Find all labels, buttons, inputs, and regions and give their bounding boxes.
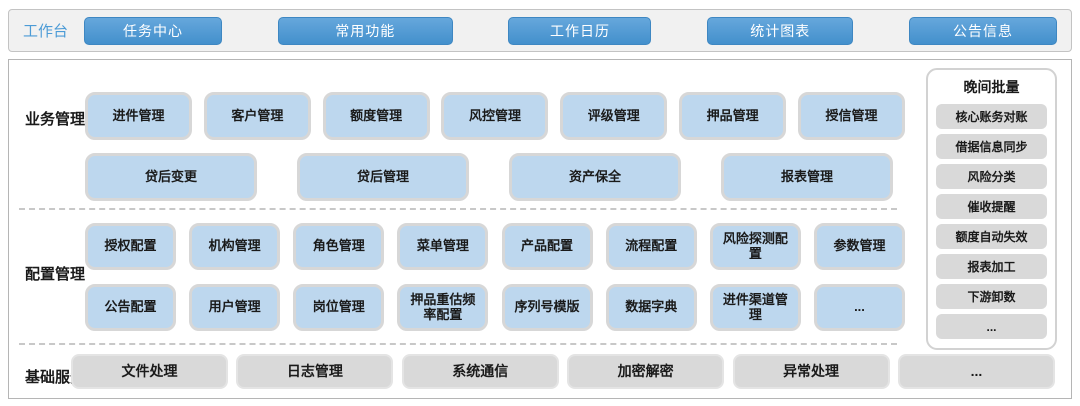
config-modules-row-2: 公告配置用户管理岗位管理押品重估频率配置序列号模版数据字典进件渠道管理... [85,284,905,331]
workbench-tab-button[interactable]: 工作日历 [508,16,652,45]
business-module-tile[interactable]: 贷后变更 [85,153,257,201]
basic-service-tile[interactable]: 文件处理 [71,354,228,389]
night-batch-job-tile[interactable]: 下游卸数 [936,284,1047,309]
config-module-tile[interactable]: 进件渠道管理 [709,284,801,331]
section-label-config: 配置管理 [25,266,86,283]
business-module-tile[interactable]: 客户管理 [203,92,311,140]
config-module-tile[interactable]: ... [813,284,905,331]
workbench-tab-button[interactable]: 统计图表 [707,16,854,45]
business-module-tile[interactable]: 评级管理 [560,92,668,140]
modules-panel: 业务管理 配置管理 基础服务 进件管理客户管理额度管理风控管理评级管理押品管理授… [8,59,1072,399]
config-module-tile[interactable]: 押品重估频率配置 [397,284,489,331]
basic-service-tile[interactable]: 日志管理 [236,354,394,389]
section-divider [19,343,897,345]
section-label-business: 业务管理 [25,111,86,128]
basic-service-tile[interactable]: ... [897,354,1055,389]
night-batch-title: 晚间批量 [963,79,1020,95]
config-module-tile[interactable]: 公告配置 [85,284,176,331]
section-label-basic: 基础服务 [25,369,86,386]
night-batch-panel: 晚间批量 核心账务对账借据信息同步风险分类催收提醒额度自动失效报表加工下游卸数.… [926,68,1057,350]
business-module-tile[interactable]: 授信管理 [797,92,905,140]
night-batch-job-tile[interactable]: 借据信息同步 [936,134,1047,159]
night-batch-job-tile[interactable]: 报表加工 [936,254,1047,279]
workbench-label: 工作台 [23,23,69,40]
config-module-tile[interactable]: 岗位管理 [293,284,385,331]
config-module-tile[interactable]: 数据字典 [605,284,697,331]
basic-services-row: 文件处理日志管理系统通信加密解密异常处理... [71,354,1055,389]
night-batch-job-tile[interactable]: 核心账务对账 [936,104,1047,129]
config-module-tile[interactable]: 菜单管理 [397,223,489,270]
workbench-tab-button[interactable]: 公告信息 [908,16,1057,45]
workbench-tab-button[interactable]: 任务中心 [84,16,223,45]
config-module-tile[interactable]: 参数管理 [813,223,905,270]
config-module-tile[interactable]: 风险探测配置 [709,223,801,270]
workbench-tab-button[interactable]: 常用功能 [277,16,453,45]
night-batch-job-tile[interactable]: 催收提醒 [936,194,1047,219]
workbench-buttons: 任务中心 常用功能 工作日历 统计图表 公告信息 [84,16,1057,45]
business-module-tile[interactable]: 资产保全 [509,153,681,201]
night-batch-job-tile[interactable]: 风险分类 [936,164,1047,189]
night-batch-items: 核心账务对账借据信息同步风险分类催收提醒额度自动失效报表加工下游卸数... [936,104,1047,344]
night-batch-job-tile[interactable]: ... [936,314,1047,339]
config-module-tile[interactable]: 机构管理 [189,223,281,270]
night-batch-job-tile[interactable]: 额度自动失效 [936,224,1047,249]
business-modules-row-2: 贷后变更贷后管理资产保全报表管理 [85,153,893,201]
business-module-tile[interactable]: 风控管理 [441,92,549,140]
business-modules-row-1: 进件管理客户管理额度管理风控管理评级管理押品管理授信管理 [85,92,905,140]
config-module-tile[interactable]: 角色管理 [293,223,385,270]
config-module-tile[interactable]: 用户管理 [189,284,281,331]
workbench-bar: 工作台 任务中心 常用功能 工作日历 统计图表 公告信息 [8,9,1072,52]
basic-service-tile[interactable]: 异常处理 [732,354,890,389]
config-module-tile[interactable]: 序列号模版 [501,284,593,331]
business-module-tile[interactable]: 报表管理 [721,153,893,201]
basic-service-tile[interactable]: 系统通信 [401,354,559,389]
business-module-tile[interactable]: 贷后管理 [297,153,469,201]
config-module-tile[interactable]: 授权配置 [85,223,176,270]
business-module-tile[interactable]: 押品管理 [679,92,787,140]
business-module-tile[interactable]: 进件管理 [85,92,192,140]
config-module-tile[interactable]: 流程配置 [605,223,697,270]
config-module-tile[interactable]: 产品配置 [501,223,593,270]
business-module-tile[interactable]: 额度管理 [322,92,430,140]
basic-service-tile[interactable]: 加密解密 [567,354,725,389]
config-modules-row-1: 授权配置机构管理角色管理菜单管理产品配置流程配置风险探测配置参数管理 [85,223,905,270]
section-divider [19,208,897,210]
